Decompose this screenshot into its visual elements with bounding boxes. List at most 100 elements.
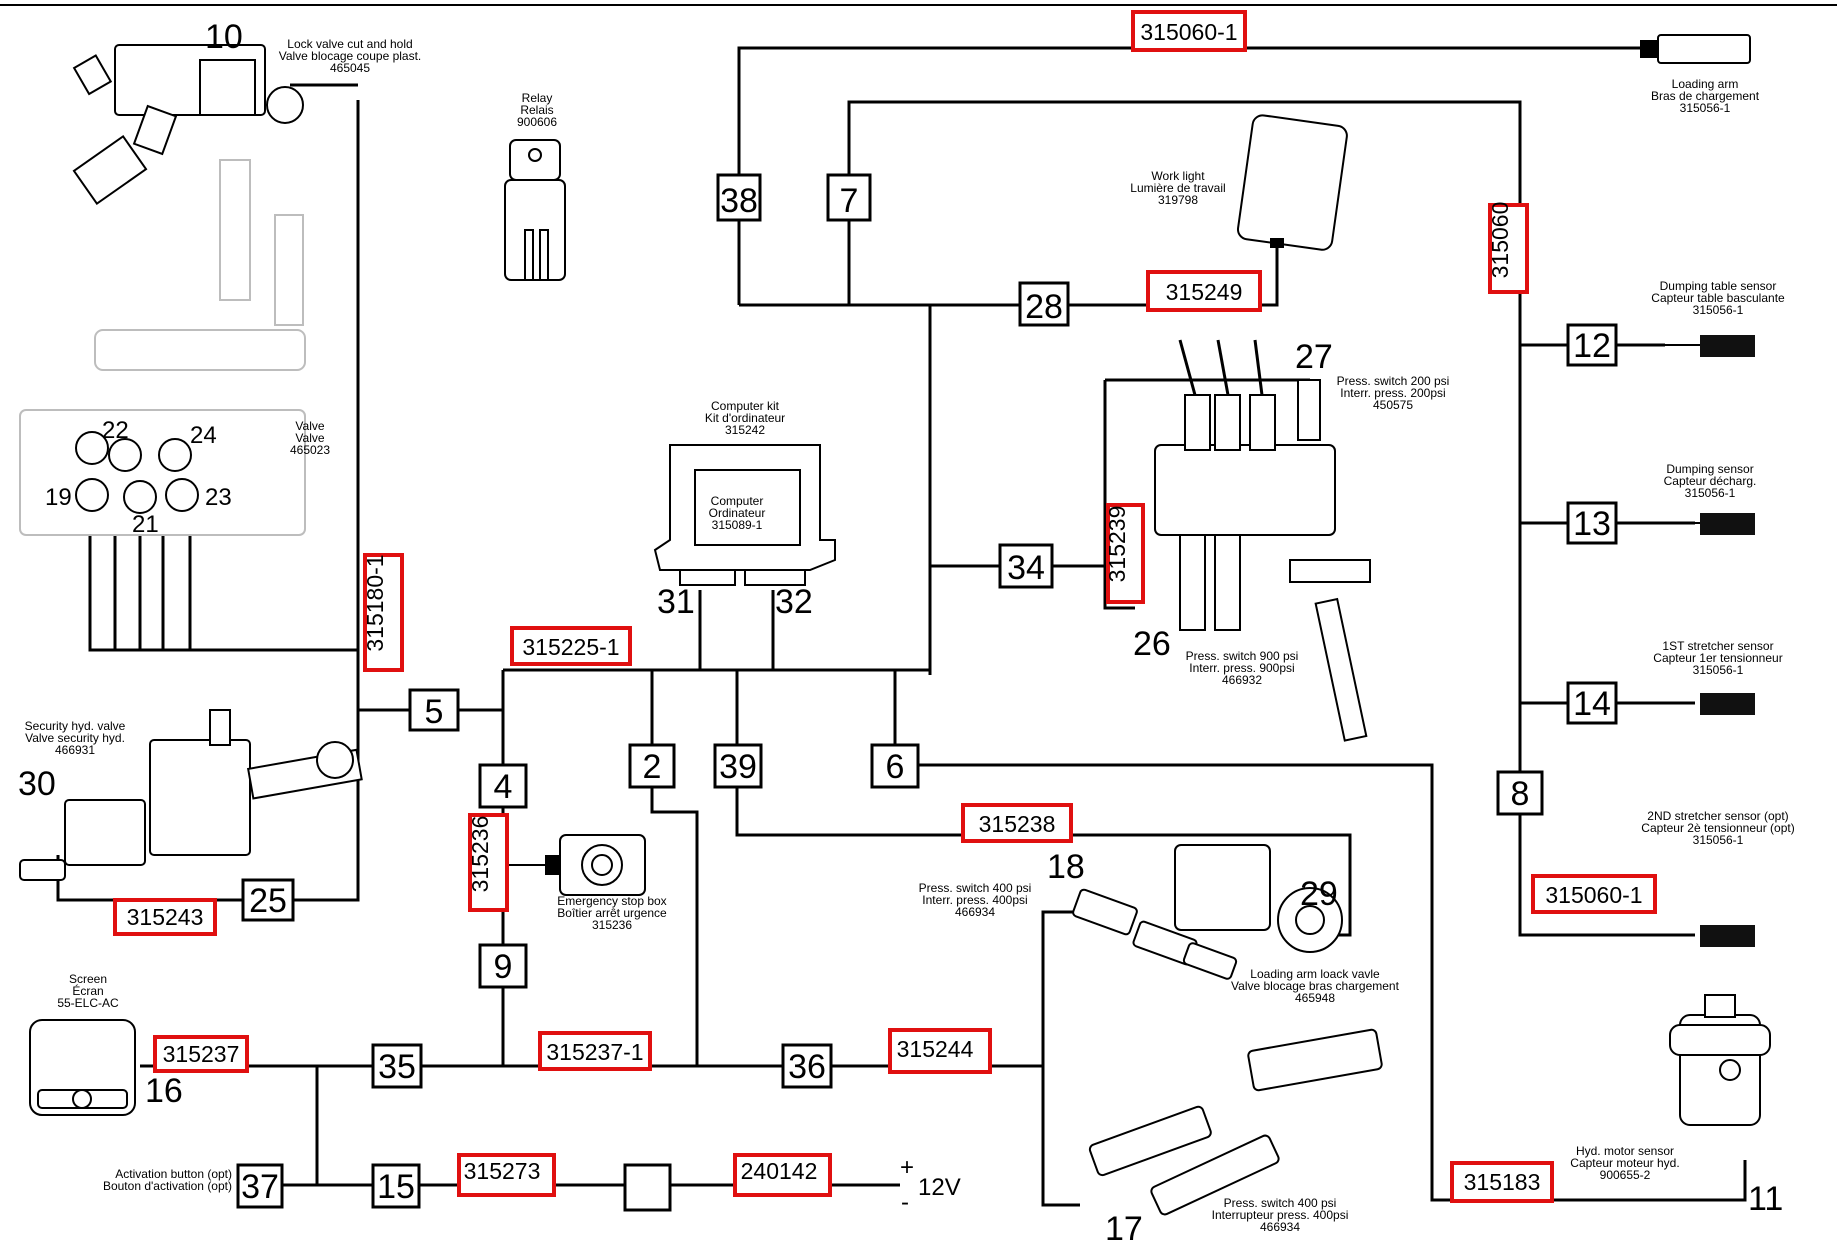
box-4-text: 4 (494, 768, 513, 806)
label-2nd-stretcher-sensor: 2ND stretcher sensor (opt) Capteur 2è te… (1641, 809, 1794, 847)
svg-text:900606: 900606 (517, 115, 557, 129)
screen-icon (29, 1019, 136, 1116)
svg-text:Bras de chargement: Bras de chargement (1651, 89, 1760, 103)
label-loading-arm: Loading arm Bras de chargement 315056-1 (1651, 77, 1760, 115)
svg-text:Lumière de travail: Lumière de travail (1130, 181, 1225, 195)
label-screen: Screen Écran 55-ELC-AC (57, 972, 119, 1010)
number-19: 19 (45, 484, 72, 511)
label-emergency-stop: Emergency stop box Boîtier arrêt urgence… (557, 894, 667, 932)
svg-text:315056-1: 315056-1 (1693, 663, 1744, 677)
box-35-text: 35 (378, 1048, 416, 1086)
svg-text:900655-2: 900655-2 (1600, 1168, 1651, 1182)
box-8: 8 (1496, 770, 1544, 816)
svg-text:315056-1: 315056-1 (1680, 101, 1731, 115)
part-315273-text: 315273 (464, 1158, 541, 1184)
svg-text:315242: 315242 (725, 423, 765, 437)
sensor-icons (1665, 335, 1755, 947)
part-315273: 315273 (457, 1153, 556, 1197)
box-2-text: 2 (643, 748, 662, 786)
svg-text:Valve blocage bras chargement: Valve blocage bras chargement (1231, 979, 1400, 993)
label-work-light: Work light Lumière de travail 319798 (1130, 169, 1225, 207)
svg-text:Dumping sensor: Dumping sensor (1666, 462, 1753, 476)
svg-text:Lock valve cut and hold: Lock valve cut and hold (287, 37, 412, 51)
box-7-text: 7 (840, 182, 859, 220)
press-switch-bottom-icon (1088, 1028, 1383, 1216)
part-315060-1-bottom: 315060-1 (1531, 874, 1657, 914)
svg-text:Valve: Valve (295, 419, 324, 433)
svg-text:466934: 466934 (1260, 1220, 1300, 1234)
part-315225-1-text: 315225-1 (522, 634, 619, 660)
svg-text:465023: 465023 (290, 443, 330, 457)
part-315238: 315238 (961, 803, 1073, 843)
svg-text:Kit d'ordinateur: Kit d'ordinateur (705, 411, 785, 425)
label-activation-button: Activation button (opt) Bouton d'activat… (103, 1167, 232, 1193)
label-computer: Computer Ordinateur 315089-1 (709, 494, 766, 532)
svg-text:1ST stretcher sensor: 1ST stretcher sensor (1662, 639, 1773, 653)
svg-text:315056-1: 315056-1 (1685, 486, 1736, 500)
box-5-text: 5 (425, 693, 444, 731)
box-38-text: 38 (720, 182, 758, 220)
computer-icon (653, 444, 836, 586)
svg-text:Computer: Computer (711, 494, 764, 508)
label-loading-arm-valve: Loading arm loack vavle Valve blocage br… (1231, 967, 1400, 1005)
part-315236-text: 315236 (467, 816, 493, 893)
blank-connector-box (623, 1163, 672, 1212)
svg-text:Boîtier arrêt urgence: Boîtier arrêt urgence (557, 906, 667, 920)
box-37-text: 37 (241, 1168, 279, 1206)
lock-valve-icon (72, 44, 304, 205)
svg-text:466934: 466934 (955, 905, 995, 919)
svg-text:Press. switch 200 psi: Press. switch 200 psi (1337, 374, 1450, 388)
svg-text:Interrupteur press. 400psi: Interrupteur press. 400psi (1212, 1208, 1349, 1222)
box-39-text: 39 (719, 748, 757, 786)
part-315060-1-bottom-text: 315060-1 (1545, 882, 1642, 908)
svg-text:Valve: Valve (295, 431, 324, 445)
label-press-switch-200: Press. switch 200 psi Interr. press. 200… (1337, 374, 1450, 412)
box-14: 14 (1566, 681, 1618, 725)
svg-text:Activation button (opt): Activation button (opt) (115, 1167, 232, 1181)
box-8-text: 8 (1511, 775, 1530, 813)
number-10: 10 (205, 18, 243, 56)
security-valve-icon (19, 709, 363, 881)
box-9-text: 9 (494, 948, 513, 986)
box-35: 35 (371, 1043, 423, 1089)
svg-text:466932: 466932 (1222, 673, 1262, 687)
box-4: 4 (478, 763, 528, 809)
directional-valve-icon (1154, 339, 1371, 742)
part-315237-1: 315237-1 (538, 1031, 652, 1071)
power-terminal: + - 12V (900, 1154, 961, 1216)
label-computer-kit: Computer kit Kit d'ordinateur 315242 (705, 399, 785, 437)
part-315243: 315243 (113, 898, 217, 936)
emergency-stop-icon (503, 834, 646, 896)
svg-text:Interr. press. 900psi: Interr. press. 900psi (1189, 661, 1294, 675)
svg-text:Emergency stop box: Emergency stop box (557, 894, 666, 908)
svg-text:Relay: Relay (522, 91, 553, 105)
part-315183-text: 315183 (1464, 1169, 1541, 1195)
box-14-text: 14 (1573, 685, 1611, 723)
box-6-text: 6 (886, 748, 905, 786)
label-security-valve: Security hyd. valve Valve security hyd. … (25, 719, 126, 757)
svg-text:Capteur 2è tensionneur (opt): Capteur 2è tensionneur (opt) (1641, 821, 1794, 835)
svg-text:Hyd. motor sensor: Hyd. motor sensor (1576, 1144, 1674, 1158)
label-press-switch-400-top: Press. switch 400 psi Interr. press. 400… (919, 881, 1032, 919)
svg-text:466931: 466931 (55, 743, 95, 757)
box-34: 34 (998, 543, 1054, 589)
box-2: 2 (628, 743, 676, 789)
part-315239: 315239 (1104, 503, 1145, 604)
svg-text:465045: 465045 (330, 61, 370, 75)
svg-text:Loading arm loack vavle: Loading arm loack vavle (1250, 967, 1380, 981)
box-38: 38 (716, 173, 762, 222)
svg-text:Capteur décharg.: Capteur décharg. (1664, 474, 1757, 488)
number-27: 27 (1295, 338, 1333, 376)
svg-text:Press. switch 400 psi: Press. switch 400 psi (1224, 1196, 1337, 1210)
svg-text:319798: 319798 (1158, 193, 1198, 207)
number-17: 17 (1105, 1210, 1143, 1241)
label-press-switch-400-bottom: Press. switch 400 psi Interrupteur press… (1212, 1196, 1349, 1234)
svg-text:55-ELC-AC: 55-ELC-AC (57, 996, 119, 1010)
box-37: 37 (236, 1163, 284, 1209)
part-315060-1-top: 315060-1 (1131, 10, 1247, 52)
relay-icon (504, 139, 566, 281)
number-21: 21 (132, 511, 159, 538)
svg-text:2ND stretcher sensor (opt): 2ND stretcher sensor (opt) (1647, 809, 1788, 823)
svg-text:Security hyd. valve: Security hyd. valve (25, 719, 126, 733)
